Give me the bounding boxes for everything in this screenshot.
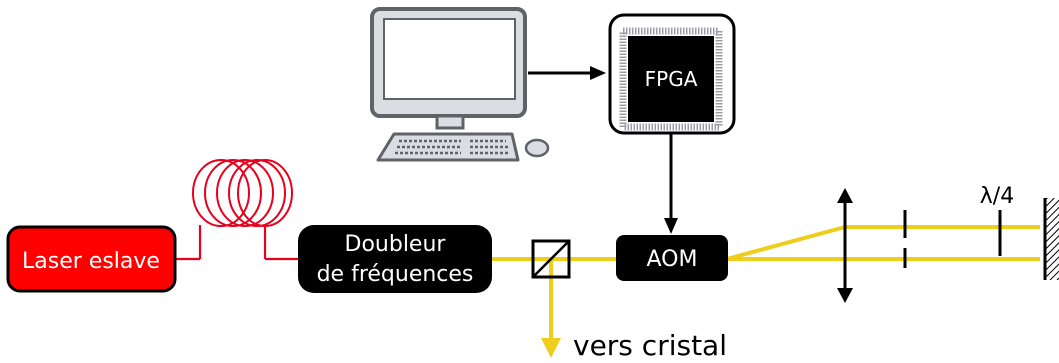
fpga: FPGA [608,13,736,135]
output-arrow-head [541,338,561,358]
fiber [175,225,300,261]
fpga-label: FPGA [645,67,698,91]
arrow-fpga-to-aom [664,134,678,234]
aom: AOM [616,235,728,281]
doubler-label-line2: de fréquences [317,262,474,287]
lens-icon [837,188,853,303]
computer-icon [370,7,527,130]
frequency-doubler: Doubleur de fréquences [298,225,492,293]
mirror-icon [1043,198,1059,280]
laser-source: Laser eslave [6,225,177,293]
laser-label: Laser eslave [22,249,160,274]
aom-label: AOM [647,247,698,272]
keyboard-icon [376,132,520,162]
output-label: vers cristal [573,329,727,362]
quarter-wave-plate: λ/4 [980,184,1014,256]
fiber-coil-icon [192,159,293,227]
beam-splitter-icon [531,239,571,279]
laser-beam [492,225,1040,340]
mouse-icon [524,138,550,158]
arrow-computer-to-fpga [528,66,606,80]
fpga-chip-icon [619,27,723,131]
beam-segment-aom-diffracted [726,225,846,261]
waveplate-label: λ/4 [980,184,1014,209]
doubler-label-line1: Doubleur [345,232,447,257]
